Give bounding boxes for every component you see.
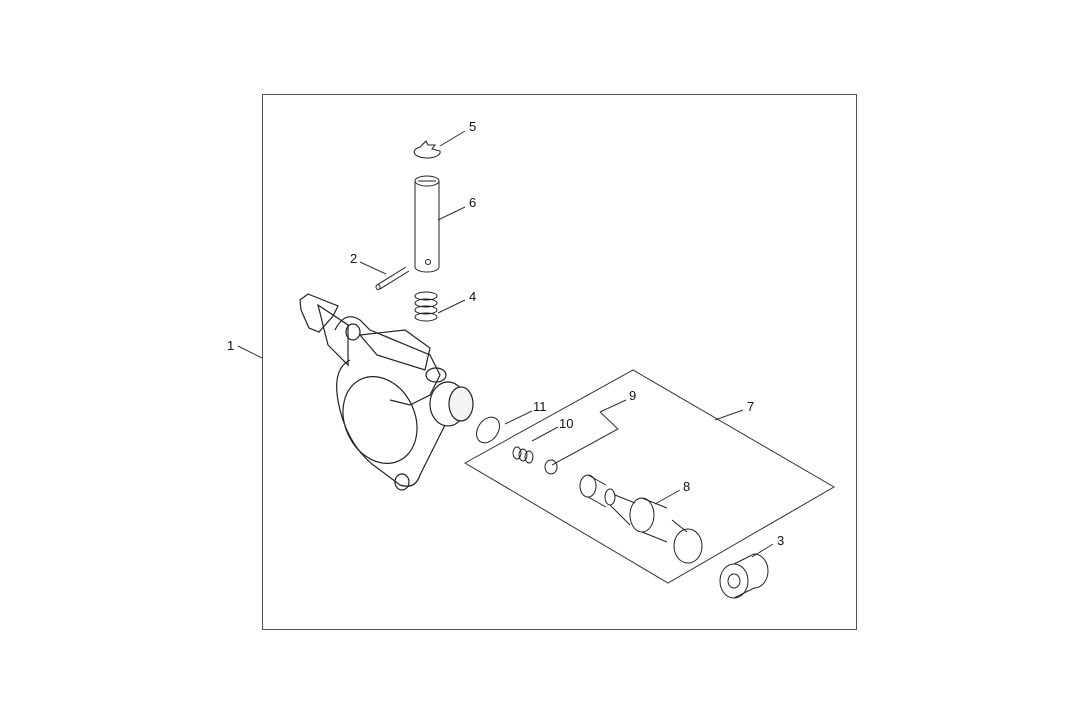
callout-11[interactable]: 11 [533,399,547,414]
assembly-frame [262,94,857,630]
leader-lines [237,130,774,558]
pin-part [375,266,410,290]
plunger-part [579,474,703,564]
spring-part [414,291,438,322]
callout-9[interactable]: 9 [629,388,637,403]
kit-outline-7 [463,369,835,584]
shaft-part [414,175,440,273]
bushing-part [719,553,769,599]
e-clip-part [413,140,441,159]
valve-spring-part [512,446,534,464]
callout-2[interactable]: 2 [350,251,358,266]
callout-10[interactable]: 10 [559,416,574,431]
callout-1[interactable]: 1 [227,338,235,353]
callout-7[interactable]: 7 [747,399,755,414]
callout-5[interactable]: 5 [469,119,477,134]
callout-3[interactable]: 3 [777,533,785,548]
callout-6[interactable]: 6 [469,195,477,210]
callout-4[interactable]: 4 [469,289,477,304]
o-ring-part [476,416,500,444]
pump-body-part [299,293,474,491]
kit-outline-9 [551,411,619,466]
ball-part [544,459,558,475]
callout-8[interactable]: 8 [683,479,691,494]
